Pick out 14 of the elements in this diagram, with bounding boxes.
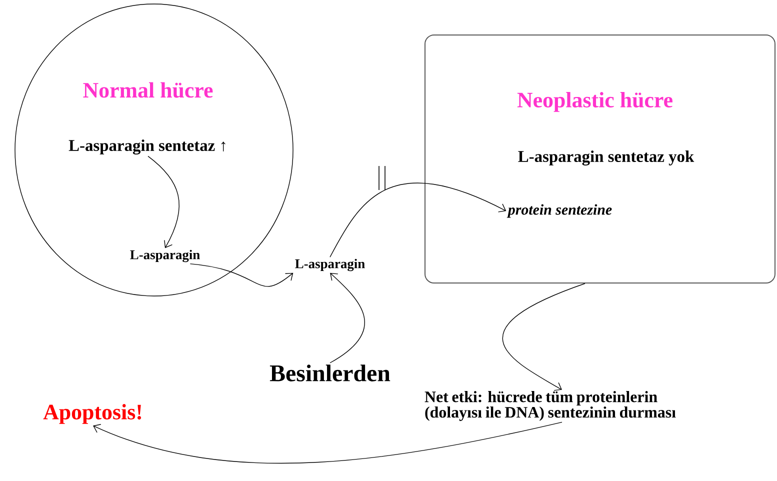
blocked-arrow	[330, 166, 506, 258]
arrow	[502, 283, 586, 391]
arrow	[93, 422, 562, 464]
arrow	[190, 263, 294, 287]
label-text: protein sentezine	[506, 204, 612, 218]
label-text: L-asparagin	[130, 250, 200, 262]
arrow	[148, 156, 180, 248]
label-text: Apoptosis!	[43, 404, 142, 424]
label-text: L-asparagin sentetaz ↑	[68, 139, 226, 154]
note-text: Net etki: hücrede tüm proteinlerin (dolayısı ile DNA) sentezinin durması	[424, 391, 676, 421]
label-text: L-asparagin	[295, 258, 365, 272]
arrow	[330, 272, 366, 364]
label-text: Besinlerden	[270, 364, 390, 382]
label-text: L-asparagin sentetaz yok	[518, 150, 694, 166]
